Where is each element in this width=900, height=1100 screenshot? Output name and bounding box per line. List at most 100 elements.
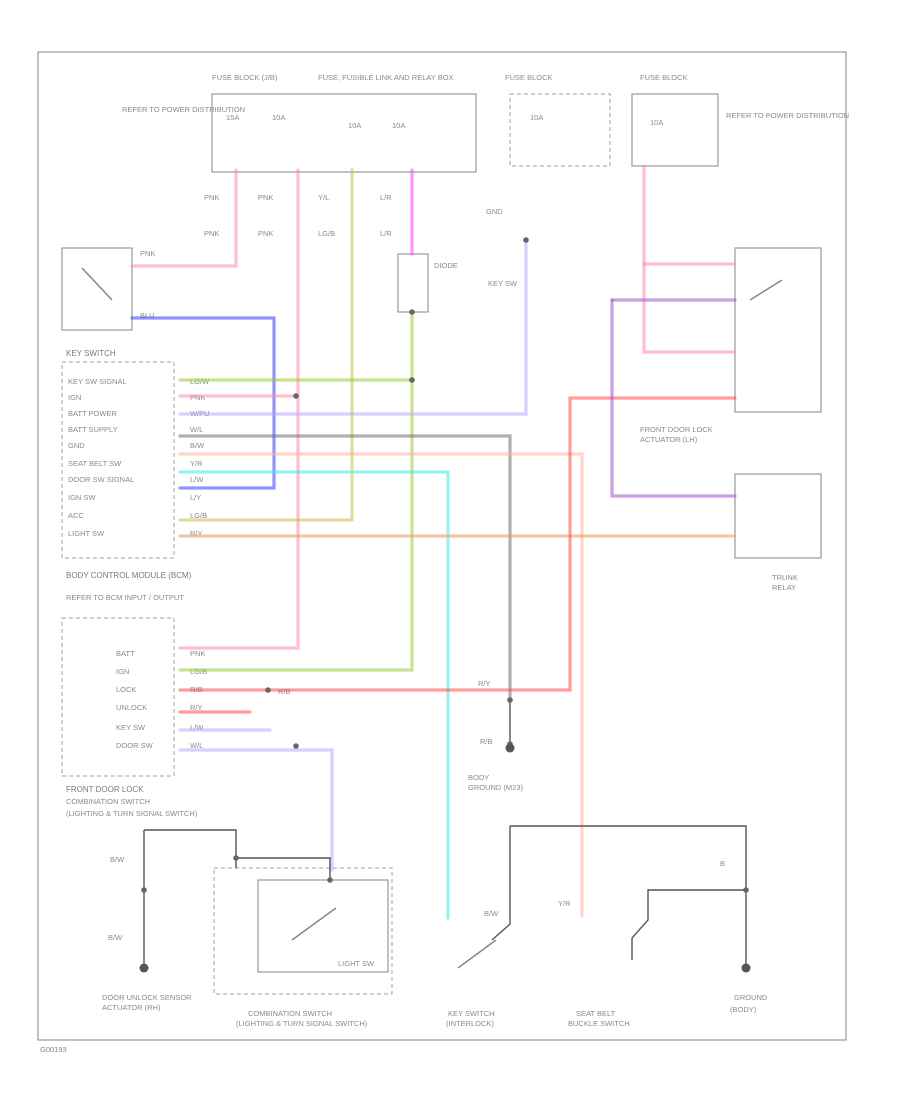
- key-switch-pin-9: ACC: [68, 511, 84, 520]
- top-wire-label-2: PNK: [258, 193, 273, 202]
- junction-dot-1: [409, 377, 415, 383]
- wire-lavender-doorsw: [178, 748, 334, 872]
- key-switch-wire-10: R/Y: [190, 529, 203, 538]
- ignition-switch-box: [61, 247, 133, 331]
- top-wire-label-4: L/R: [380, 193, 392, 202]
- combination-switch-caption: COMBINATION SWITCH: [248, 1009, 332, 1018]
- bottom-left-wire2: B/W: [108, 933, 123, 942]
- fuse-left-b: 10A: [272, 113, 285, 122]
- key-switch-pin-5: GND: [68, 441, 85, 450]
- wire-pink-bcm-batt: [178, 168, 300, 650]
- bottom-left-sublabel: ACTUATOR (RH): [102, 1003, 161, 1012]
- wire-lavender-batt: [178, 238, 528, 416]
- wire-olive-acc: [178, 168, 354, 522]
- diode-box: [397, 253, 429, 313]
- key-interlock-contact: [457, 939, 497, 969]
- mid-ground-sub: GROUND (M23): [468, 783, 524, 792]
- black-wire-6: [491, 826, 511, 941]
- fuse-right2-a: 10A: [650, 118, 663, 127]
- top-wire-label-8: L/R: [380, 229, 392, 238]
- bcm-pin-4: UNLOCK: [116, 703, 147, 712]
- fuse-block-left: FUSE BLOCK (J/B) REFER TO POWER DISTRIBU…: [122, 73, 285, 122]
- bcm-wire-4: R/Y: [190, 703, 203, 712]
- ignition-wire-lower: BLU: [140, 311, 155, 320]
- bcm-wire-1: PNK: [190, 649, 205, 658]
- junction-dot-7: [233, 855, 239, 861]
- wire-pink-rear-relay: [642, 164, 737, 354]
- fuse-block-right2-box: [631, 93, 719, 167]
- key-switch-pin-4: BATT SUPPLY: [68, 425, 118, 434]
- key-switch-wire-4: W/L: [190, 425, 203, 434]
- top-wire-label-3: Y/L: [318, 193, 329, 202]
- top-wire-label-1: PNK: [204, 193, 219, 202]
- top-wire-label-7: LG/B: [318, 229, 335, 238]
- wire-green-bcm-ign: [178, 310, 414, 672]
- fuse-block-left-box: [211, 93, 477, 173]
- key-switch-pin-6: SEAT BELT SW: [68, 459, 122, 468]
- key-switch-module-box: [61, 361, 175, 559]
- key-switch-pin-1: KEY SW SIGNAL: [68, 377, 127, 386]
- wire-gray-gnd: [178, 434, 512, 702]
- bottom-left-sub2: (LIGHTING & TURN SIGNAL SWITCH): [66, 809, 198, 818]
- junction-dot-2: [293, 393, 299, 399]
- wire-salmon-seatbelt: [178, 452, 584, 918]
- rear-relay-box: [734, 247, 822, 413]
- junction-dot-12: [327, 877, 333, 883]
- bcm-subtitle: REFER TO BCM INPUT / OUTPUT: [66, 593, 184, 602]
- junction-dot-3: [507, 697, 513, 703]
- ground-symbol-2: [741, 963, 751, 973]
- rear-relay-label: FRONT DOOR LOCK: [640, 425, 713, 434]
- fuse-block-right2-header: FUSE BLOCK: [640, 73, 688, 82]
- center-ground-label: GND: [486, 207, 503, 216]
- junction-dot-5: [141, 887, 147, 893]
- fuse-block-right2: FUSE BLOCK REFER TO POWER DISTRIBUTION 1…: [640, 73, 849, 127]
- black-wire-3: [236, 857, 331, 880]
- bottom-ground-sub: (BODY): [730, 1005, 757, 1014]
- bcm-wire-5: L/W: [190, 723, 204, 732]
- junction-dot-11: [523, 237, 529, 243]
- junction-dot-10: [409, 309, 415, 315]
- junction-dot-6: [743, 887, 749, 893]
- black-wire-7: [631, 889, 746, 939]
- fuse-block-left-text: REFER TO POWER DISTRIBUTION: [122, 105, 245, 114]
- key-switch-pin-3: BATT POWER: [68, 409, 117, 418]
- key-switch-label: KEY SW: [488, 279, 518, 288]
- fuse-right1-a: 10A: [530, 113, 543, 122]
- bcm-wire-6: W/L: [190, 741, 203, 750]
- key-interlock-label: KEY SWITCH: [448, 1009, 495, 1018]
- rear-relay-sublabel: ACTUATOR (LH): [640, 435, 698, 444]
- bcm-pin-2: IGN: [116, 667, 129, 676]
- ignition-wire-upper: PNK: [140, 249, 155, 258]
- combination-switch-label: LIGHT SW: [338, 959, 375, 968]
- bottom-left-sub: COMBINATION SWITCH: [66, 797, 150, 806]
- diode-label: DIODE: [434, 261, 458, 270]
- bcm-title: BODY CONTROL MODULE (BCM): [66, 571, 192, 580]
- footer-code: G00193: [40, 1045, 67, 1054]
- key-switch-pin-8: IGN SW: [68, 493, 96, 502]
- key-switch-wire-8: L/Y: [190, 493, 201, 502]
- bottom-left-wire1: B/W: [110, 855, 125, 864]
- wire-red-lock: [178, 396, 737, 692]
- black-wire-5: [510, 825, 747, 964]
- junction-dot-8: [293, 743, 299, 749]
- trunk-relay-sublabel: RELAY: [772, 583, 796, 592]
- ground-symbol-3: [505, 743, 515, 753]
- rear-relay-contact: [749, 279, 783, 301]
- key-switch-pin-2: IGN: [68, 393, 81, 402]
- top-wire-label-6: PNK: [258, 229, 273, 238]
- seat-belt-wire: Y/R: [558, 899, 571, 908]
- seat-belt-sub: BUCKLE SWITCH: [568, 1019, 630, 1028]
- bcm-box: [61, 617, 175, 777]
- fuse-block-center-header: FUSE, FUSIBLE LINK AND RELAY BOX: [318, 73, 454, 82]
- fuse-block-right1-box: [509, 93, 611, 167]
- lock-switch-wire2: R/B: [480, 737, 493, 746]
- fuse-block-left-header: FUSE BLOCK (J/B): [212, 73, 278, 82]
- bottom-left-header: FRONT DOOR LOCK: [66, 785, 144, 794]
- bcm-pin-5: KEY SW: [116, 723, 146, 732]
- wire-purple-trunk: [610, 298, 737, 498]
- wires: [130, 164, 747, 964]
- combination-switch-caption2: (LIGHTING & TURN SIGNAL SWITCH): [236, 1019, 368, 1028]
